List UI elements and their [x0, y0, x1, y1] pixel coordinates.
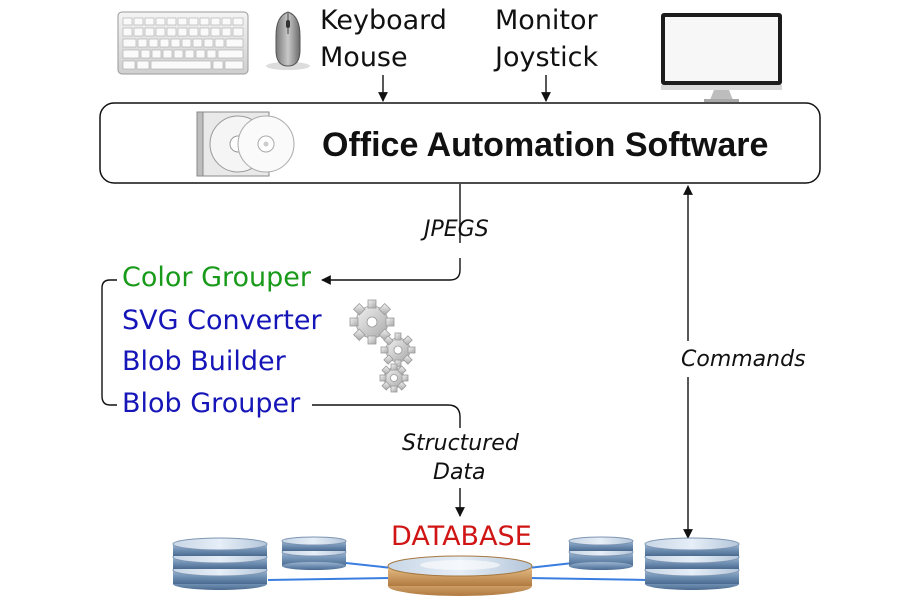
label-monitor: Monitor: [495, 5, 598, 36]
edge-label-data: Data: [433, 460, 486, 485]
mouse-icon: [266, 11, 310, 70]
step-blob-builder: Blob Builder: [122, 346, 286, 377]
pipeline-bracket: [101, 279, 117, 406]
database-central-disk: [387, 555, 533, 596]
edge-label-commands: Commands: [681, 347, 806, 372]
structured-connector: [312, 404, 460, 516]
label-keyboard: Keyboard: [320, 5, 447, 36]
jpegs-connector: [322, 184, 461, 280]
keyboard-icon: [117, 11, 249, 75]
database-label: DATABASE: [391, 521, 532, 552]
software-title: Office Automation Software: [322, 126, 769, 164]
edge-label-structured: Structured: [402, 431, 519, 456]
database-server-right-small: [568, 536, 634, 570]
edge-label-jpegs: JPEGS: [424, 217, 489, 242]
label-mouse: Mouse: [320, 42, 408, 73]
database-server-left-large: [172, 537, 268, 590]
label-joystick: Joystick: [495, 42, 599, 73]
cd-case-icon: [196, 111, 295, 177]
gears-icon: [349, 299, 416, 393]
database-server-right-large: [644, 537, 740, 590]
monitor-icon: [661, 13, 782, 102]
step-blob-grouper: Blob Grouper: [122, 388, 301, 419]
database-server-left-small: [281, 536, 347, 570]
step-color-grouper: Color Grouper: [122, 262, 311, 293]
step-svg-converter: SVG Converter: [122, 305, 322, 336]
